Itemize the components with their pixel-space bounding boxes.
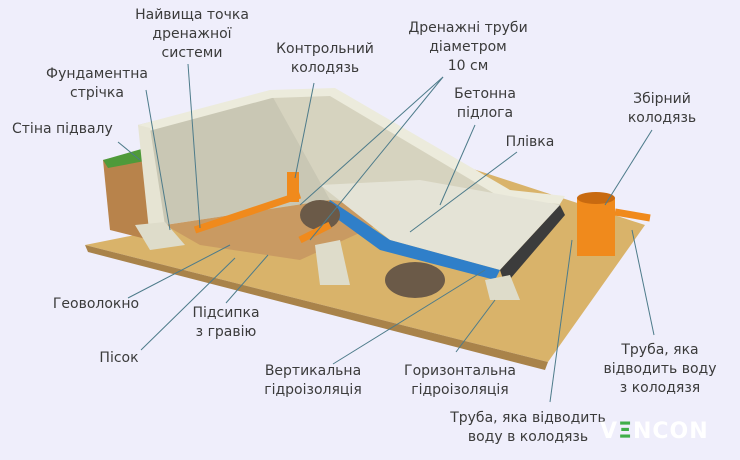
- logo-accent: Ξ: [618, 419, 633, 444]
- film: [325, 200, 500, 280]
- label-line: Стіна підвалу: [12, 121, 113, 137]
- label-concrete-floor: Бетонна підлога: [454, 85, 516, 123]
- label-basement-wall: Стіна підвалу: [12, 120, 113, 139]
- label-line: дренажної: [152, 26, 232, 42]
- vencon-logo: VΞNCON: [600, 419, 709, 444]
- label-line: Найвища точка: [135, 7, 249, 23]
- label-line: Плівка: [505, 134, 555, 150]
- label-vertical-waterproofing: Вертикальна гідроізоляція: [264, 362, 362, 400]
- label-geotextile: Геоволокно: [53, 295, 139, 314]
- leader-lines: [117, 63, 655, 403]
- logo-letter: V: [600, 419, 619, 444]
- label-foundation-strip: Фундаментна стрічка: [46, 65, 148, 103]
- label-line: з колодязя: [619, 380, 701, 396]
- label-line: Підсипка: [192, 305, 260, 321]
- drain-pipe: [193, 191, 302, 234]
- label-film: Плівка: [506, 133, 555, 152]
- label-line: Бетонна: [454, 86, 516, 102]
- label-line: Фундаментна: [46, 66, 148, 82]
- label-line: Збірний: [633, 91, 691, 107]
- label-line: Горизонтальна: [404, 363, 516, 379]
- label-line: відводить воду: [603, 361, 717, 377]
- label-line: Труба, яка: [621, 342, 699, 358]
- logo-letters: NCON: [632, 419, 709, 444]
- label-highest-point: Найвища точка дренажної системи: [135, 6, 249, 63]
- collector-well-shape: [577, 198, 615, 256]
- label-line: гідроізоляція: [411, 382, 509, 398]
- label-line: стрічка: [70, 85, 124, 101]
- basement-wall: [138, 92, 330, 225]
- label-horizontal-waterproofing: Горизонтальна гідроізоляція: [404, 362, 516, 400]
- soil: [103, 150, 150, 240]
- label-line: Контрольний: [276, 41, 374, 57]
- label-line: Пісок: [99, 350, 139, 366]
- label-line: системи: [161, 45, 223, 61]
- label-line: підлога: [456, 105, 514, 121]
- label-line: Труба, яка відводить: [450, 410, 606, 426]
- label-collector-well: Збірний колодязь: [628, 90, 696, 128]
- label-line: колодязь: [627, 110, 697, 126]
- label-sand: Пісок: [99, 349, 138, 368]
- label-drain-pipes: Дренажні труби діаметром 10 см: [408, 19, 527, 76]
- label-gravel-bed: Підсипка з гравію: [192, 304, 259, 342]
- label-control-well: Контрольний колодязь: [276, 40, 374, 78]
- label-line: колодязь: [290, 60, 360, 76]
- label-outlet-pipe: Труба, яка відводить воду з колодязя: [603, 341, 716, 398]
- label-line: з гравію: [195, 324, 257, 340]
- label-line: Дренажні труби: [408, 20, 528, 36]
- label-inlet-pipe: Труба, яка відводить воду в колодязь: [450, 409, 606, 447]
- concrete-floor: [320, 180, 560, 270]
- label-line: гідроізоляція: [264, 382, 362, 398]
- label-line: воду в колодязь: [467, 429, 589, 445]
- label-line: Геоволокно: [52, 296, 140, 312]
- foundation-strip: [135, 222, 185, 250]
- label-line: 10 см: [447, 58, 489, 74]
- label-line: Вертикальна: [264, 363, 362, 379]
- control-well-shape: [287, 172, 299, 202]
- label-line: діаметром: [429, 39, 507, 55]
